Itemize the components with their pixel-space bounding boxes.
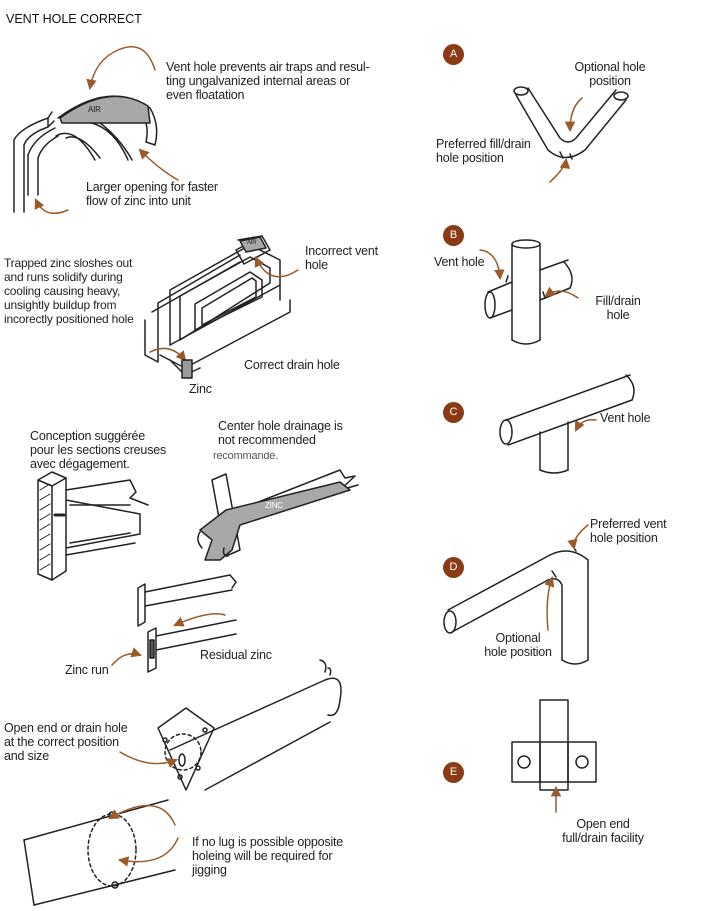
zinc-drip <box>181 359 193 379</box>
arrow-residual <box>173 613 226 627</box>
badge-b: B <box>443 225 464 246</box>
pipe-a-drawing <box>513 86 629 160</box>
air-trap-drawing <box>13 95 158 213</box>
badge-a: A <box>443 44 464 65</box>
arrow-d-preferred <box>567 524 589 551</box>
arrow-incorrect-vent <box>254 256 299 278</box>
tube-end-drawing <box>37 471 149 581</box>
arrow-d-optional <box>544 576 555 631</box>
a-optional-note: Optional hole position <box>574 60 646 88</box>
box-drawing <box>144 235 291 376</box>
zinc-small-label: Zinc <box>189 382 212 396</box>
arrow-no-lug-2 <box>117 837 179 867</box>
arrow-correct-drain <box>149 347 187 362</box>
zinc-flow-label: ZINC <box>265 501 283 510</box>
page-title: VENT HOLE CORRECT <box>6 12 142 26</box>
badge-d: D <box>443 557 464 578</box>
pipe-b-drawing <box>484 239 573 345</box>
arrow-b-fill <box>544 286 579 299</box>
air-pocket <box>59 95 151 124</box>
b-vent-note: Vent hole <box>434 255 485 269</box>
arrow-a-preferred <box>549 157 571 183</box>
arrow-c-vent <box>575 418 597 432</box>
trapped-zinc-note: Trapped zinc sloshes out and runs solidi… <box>4 256 134 326</box>
arrow-open-end <box>119 751 178 768</box>
arrow-zinc-run <box>111 647 142 666</box>
box-air-pocket <box>239 236 267 253</box>
open-end-note: Open end or drain hole at the correct po… <box>4 721 128 763</box>
arrow-air <box>86 46 156 91</box>
box-air-label: AIR <box>247 240 257 246</box>
zinc-run-note: Zinc run <box>65 663 109 677</box>
arrow-a-optional <box>564 97 583 133</box>
center-hole-note: Center hole drainage is not recommended <box>218 419 343 447</box>
zinc-flow <box>199 481 351 561</box>
b-fill-note: Fill/drain hole <box>595 294 641 322</box>
larger-opening-note: Larger opening for faster flow of zinc i… <box>86 180 218 208</box>
correct-drain-note: Correct drain hole <box>244 358 340 372</box>
d-optional-note: Optional hole position <box>484 631 552 659</box>
recommande-label: recommandé. <box>213 452 279 460</box>
tube-hatch <box>39 483 51 571</box>
open-end-drawing <box>157 659 342 791</box>
d-preferred-note: Preferred vent hole position <box>590 517 667 545</box>
badge-e: E <box>443 762 464 783</box>
residual-zinc-note: Residual zinc <box>200 648 272 662</box>
arrow-b-vent <box>479 249 505 281</box>
no-lug-note: If no lug is possible opposite holeing w… <box>192 835 344 877</box>
e-open-end-note: Open end full/drain facility <box>562 817 644 845</box>
c-vent-note: Vent hole <box>600 411 651 425</box>
incorrect-vent-note: Incorrect vent hole <box>305 244 378 272</box>
arrow-opening-2 <box>138 148 179 181</box>
arrow-opening-1 <box>34 198 69 215</box>
pipe-c-drawing <box>499 374 635 474</box>
lug-e-drawing <box>511 699 597 791</box>
arrow-no-lug-1 <box>108 804 176 826</box>
air-pocket-label: AIR <box>88 105 101 114</box>
badge-c: C <box>443 402 464 423</box>
zinc-run-drawing <box>137 574 237 673</box>
air-note: Vent hole prevents air traps and resul- … <box>166 60 370 102</box>
a-preferred-note: Preferred fill/drain hole position <box>436 137 531 165</box>
conception-note: Conception suggérée pour les sections cr… <box>30 429 167 471</box>
jigging-drawing <box>23 799 176 906</box>
